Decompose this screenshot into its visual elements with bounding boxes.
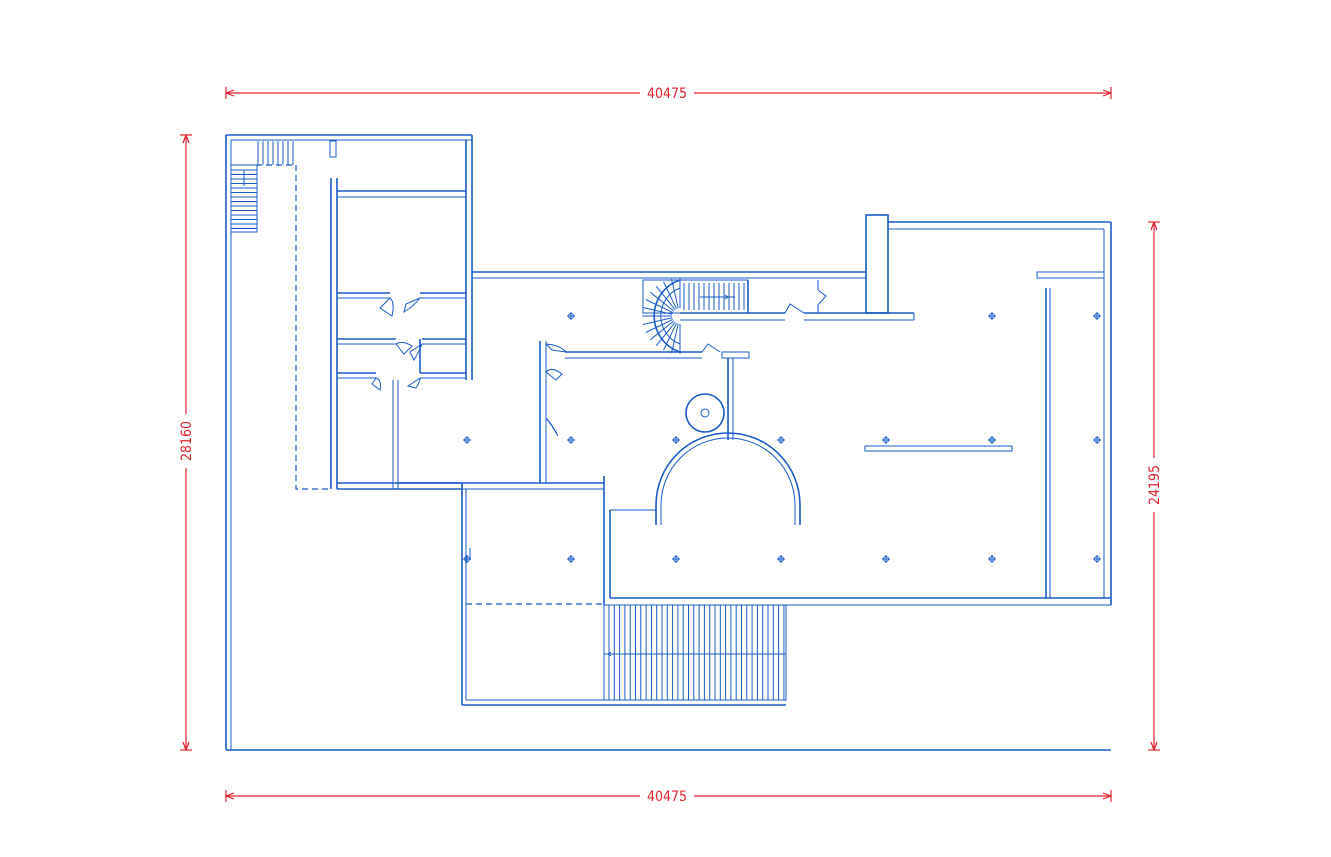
semicircular-bay [655,432,801,525]
main-building-walls [398,214,1112,606]
small-stair-top-left [230,141,294,233]
dimension-bottom-label: 40475 [647,789,687,805]
column-marker [672,555,680,563]
column-marker [1093,436,1101,444]
lower-terrace [461,483,786,706]
column-marker [777,555,785,563]
column-marker [1093,312,1101,320]
column-marker [567,312,575,320]
main-staircase [603,604,787,701]
column-marker [567,436,575,444]
spiral-staircase [642,278,749,354]
column-marker [882,555,890,563]
left-wing [256,135,473,490]
structural-columns [463,312,1101,563]
column-marker [1093,555,1101,563]
column-marker [988,312,996,320]
column-marker [777,436,785,444]
dimension-left: 28160 [179,134,195,751]
dimension-right-label: 24195 [1147,465,1163,505]
column-marker [463,436,471,444]
column-marker [463,555,471,563]
dimension-right: 24195 [1147,221,1163,751]
dimension-bottom: 40475 [225,789,1112,805]
column-marker [882,436,890,444]
dimension-top: 40475 [225,86,1112,102]
left-wing-doors [371,297,423,391]
column-marker [567,555,575,563]
dimension-left-label: 28160 [179,421,195,461]
site-boundary [225,134,1111,751]
main-building-doors [545,289,827,437]
column-marker [988,436,996,444]
round-tank [685,393,725,433]
column-marker [988,555,996,563]
dimension-top-label: 40475 [647,86,687,102]
column-marker [672,436,680,444]
